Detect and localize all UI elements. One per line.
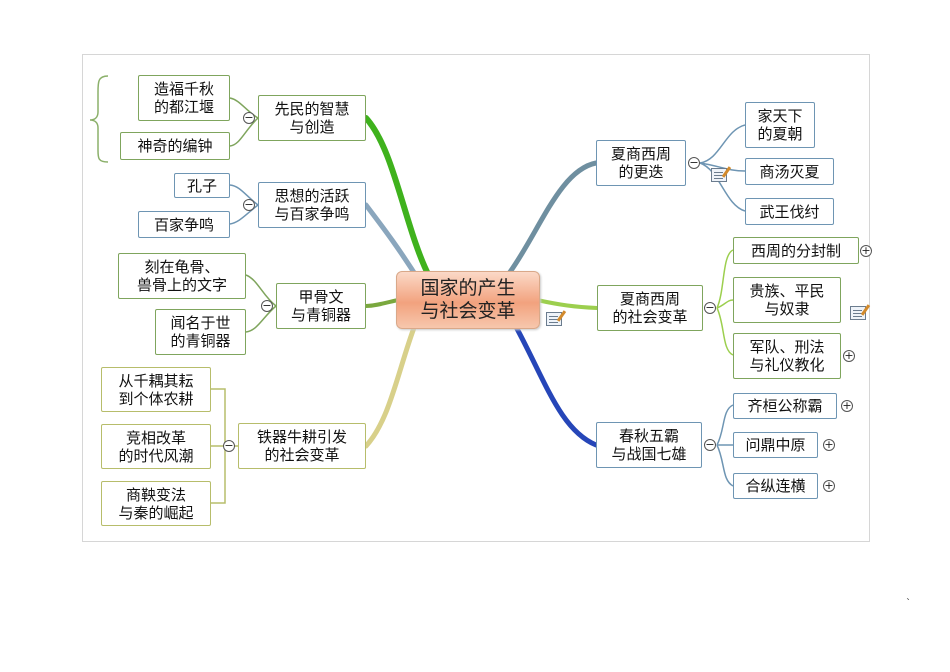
topic-wisdom-and-creation[interactable]: 先民的智慧 与创造 [258,95,366,141]
subtopic-individual-farming[interactable]: 从千耦其耘 到个体农耕 [101,367,211,412]
subtopic-army-law-ritual[interactable]: 军队、刑法 与礼仪教化 [733,333,841,379]
link-oracle-bronze [245,305,277,333]
topic-iron-plough-reform[interactable]: 铁器牛耕引发 的社会变革 [238,423,366,469]
link-thought-baijia [229,204,259,225]
subtopic-shangtang[interactable]: 商汤灭夏 [745,158,834,185]
connector-central-to-wisdom [363,115,433,281]
link-xiashang-xiachao [699,124,746,164]
topic-spring-autumn-warring-states[interactable]: 春秋五霸 与战国七雄 [596,422,702,468]
note-icon-xiashang[interactable] [711,168,727,182]
collapse-toggle-thought[interactable]: − [243,198,255,211]
subtopic-nobles-commoners-slaves[interactable]: 贵族、平民 与奴隶 [733,277,841,323]
topic-oracle-and-bronze[interactable]: 甲骨文 与青铜器 [276,283,366,329]
topic-xia-shang-zhou-social-change[interactable]: 夏商西周 的社会变革 [597,285,703,331]
collapse-toggle-oracle[interactable]: − [261,299,273,312]
connector-central-to-oracle [364,298,400,308]
subtopic-reform-trend[interactable]: 竞相改革 的时代风潮 [101,424,211,469]
expand-toggle-army[interactable]: + [843,349,855,362]
link-chunqiu-hezong [716,444,734,487]
connector-central-to-chunqiu [512,322,599,448]
link-wisdom-dujiangyan [229,97,259,119]
note-icon-guizu[interactable] [850,306,866,320]
link-social-army [716,307,734,356]
connector-central-to-xiashang [507,160,599,275]
collapse-toggle-iron[interactable]: − [223,439,235,452]
subtopic-wuwang[interactable]: 武王伐纣 [745,198,834,225]
central-topic[interactable]: 国家的产生 与社会变革 [396,271,540,329]
link-thought-kongzi [229,184,259,206]
connector-central-to-iron [363,322,418,449]
topic-thought-and-schools[interactable]: 思想的活跃 与百家争鸣 [258,182,366,228]
link-social-fenfeng [716,249,734,309]
expand-toggle-fenfeng[interactable]: + [860,244,872,257]
link-iron-farming [211,388,238,447]
topic-xia-shang-zhou-succession[interactable]: 夏商西周 的更迭 [596,140,686,186]
subtopic-oracle-bone-script[interactable]: 刻在龟骨、 兽骨上的文字 [118,253,246,299]
collapse-toggle-social[interactable]: − [704,301,716,314]
link-xiashang-wuwang [699,162,746,212]
subtopic-bianzhong[interactable]: 神奇的编钟 [120,132,230,160]
link-oracle-bones [245,274,277,307]
brace-bracket [89,75,109,163]
subtopic-dujiangyan[interactable]: 造福千秋 的都江堰 [138,75,230,121]
expand-toggle-qihuan[interactable]: + [841,399,853,412]
expand-toggle-wending[interactable]: + [823,438,835,451]
link-wisdom-bianzhong [229,117,259,147]
expand-toggle-hezong[interactable]: + [823,479,835,492]
collapse-toggle-wisdom[interactable]: − [243,111,255,124]
subtopic-hezong-lianheng[interactable]: 合纵连横 [733,473,818,499]
link-chunqiu-qihuan [716,404,734,446]
connector-central-to-social [535,298,599,310]
subtopic-kongzi[interactable]: 孔子 [174,173,230,198]
corner-mark: ` [906,598,911,609]
collapse-toggle-xiashang[interactable]: − [688,156,700,169]
subtopic-xia-dynasty[interactable]: 家天下 的夏朝 [745,102,815,148]
collapse-toggle-chunqiu[interactable]: − [704,438,716,451]
link-iron-shangyang [211,446,226,504]
subtopic-fenfeng-system[interactable]: 西周的分封制 [733,237,859,264]
subtopic-shangyang-reform[interactable]: 商鞅变法 与秦的崛起 [101,481,211,526]
note-icon-central[interactable] [546,312,562,326]
subtopic-famous-bronzeware[interactable]: 闻名于世 的青铜器 [155,309,246,355]
link-social-guizu [716,299,734,309]
subtopic-qihuan-hegemony[interactable]: 齐桓公称霸 [733,393,837,419]
subtopic-baijiazhengming[interactable]: 百家争鸣 [138,211,230,238]
subtopic-wending-zhongyuan[interactable]: 问鼎中原 [733,432,818,458]
